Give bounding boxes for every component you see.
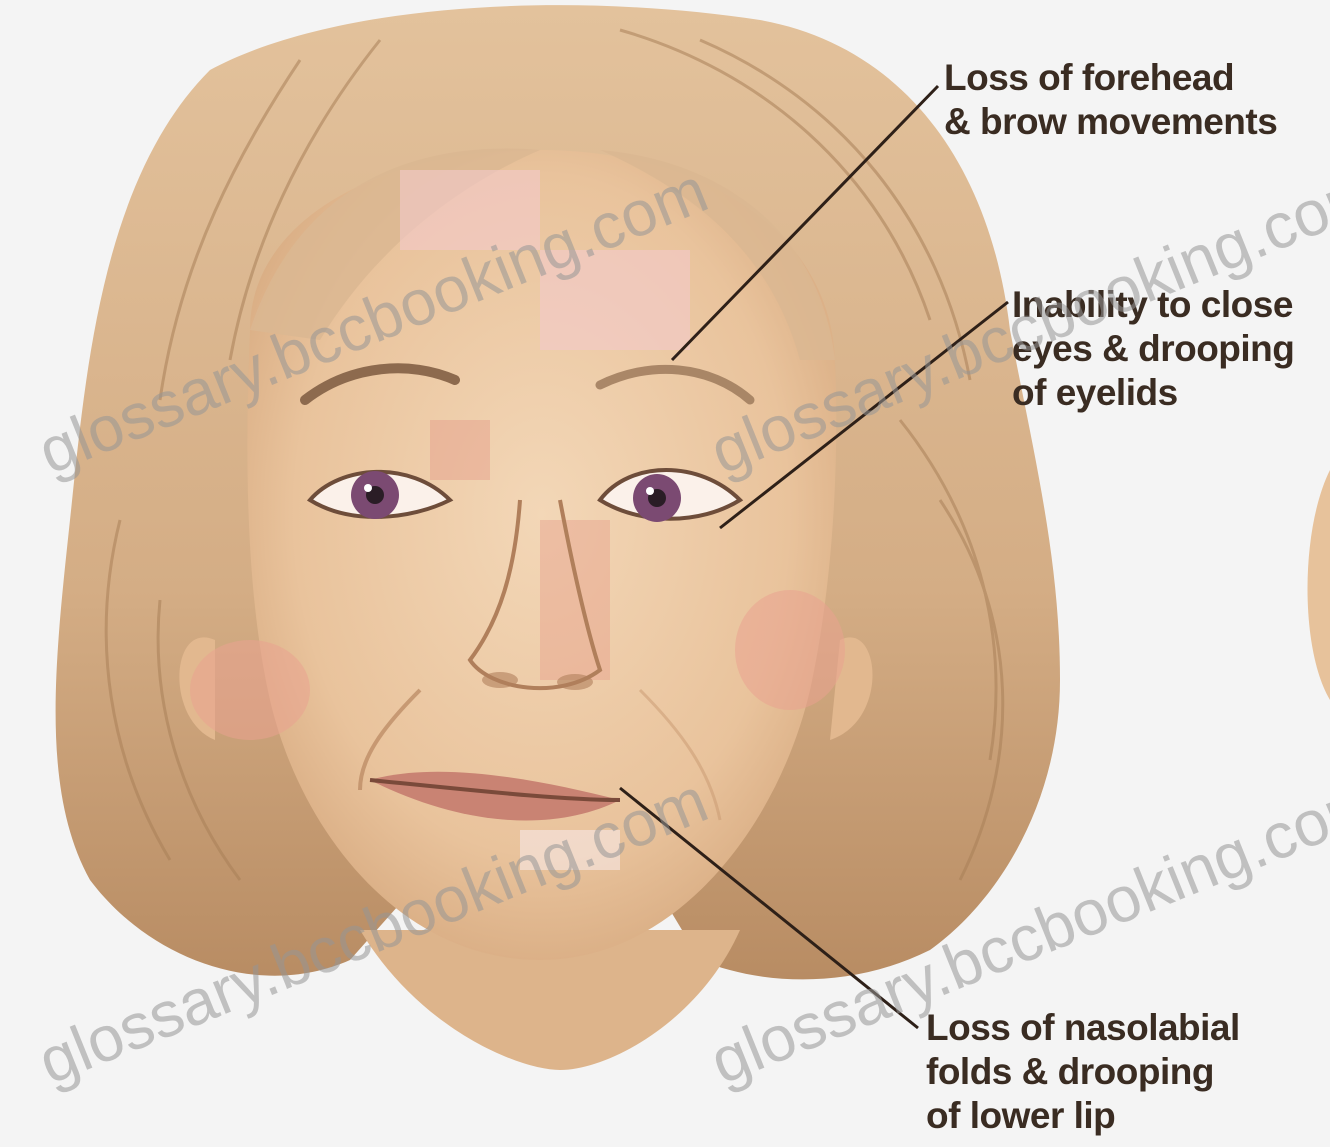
callout-lip-line-1: Loss of nasolabial xyxy=(926,1006,1240,1050)
callout-forehead-line-1: Loss of forehead xyxy=(944,56,1277,100)
callout-eyes-line-3: of eyelids xyxy=(1012,371,1294,415)
callout-forehead: Loss of forehead & brow movements xyxy=(944,56,1277,144)
callout-lip: Loss of nasolabial folds & drooping of l… xyxy=(926,1006,1240,1138)
callout-forehead-line-2: & brow movements xyxy=(944,100,1277,144)
callout-lip-line-3: of lower lip xyxy=(926,1094,1240,1138)
callout-lip-line-2: folds & drooping xyxy=(926,1050,1240,1094)
